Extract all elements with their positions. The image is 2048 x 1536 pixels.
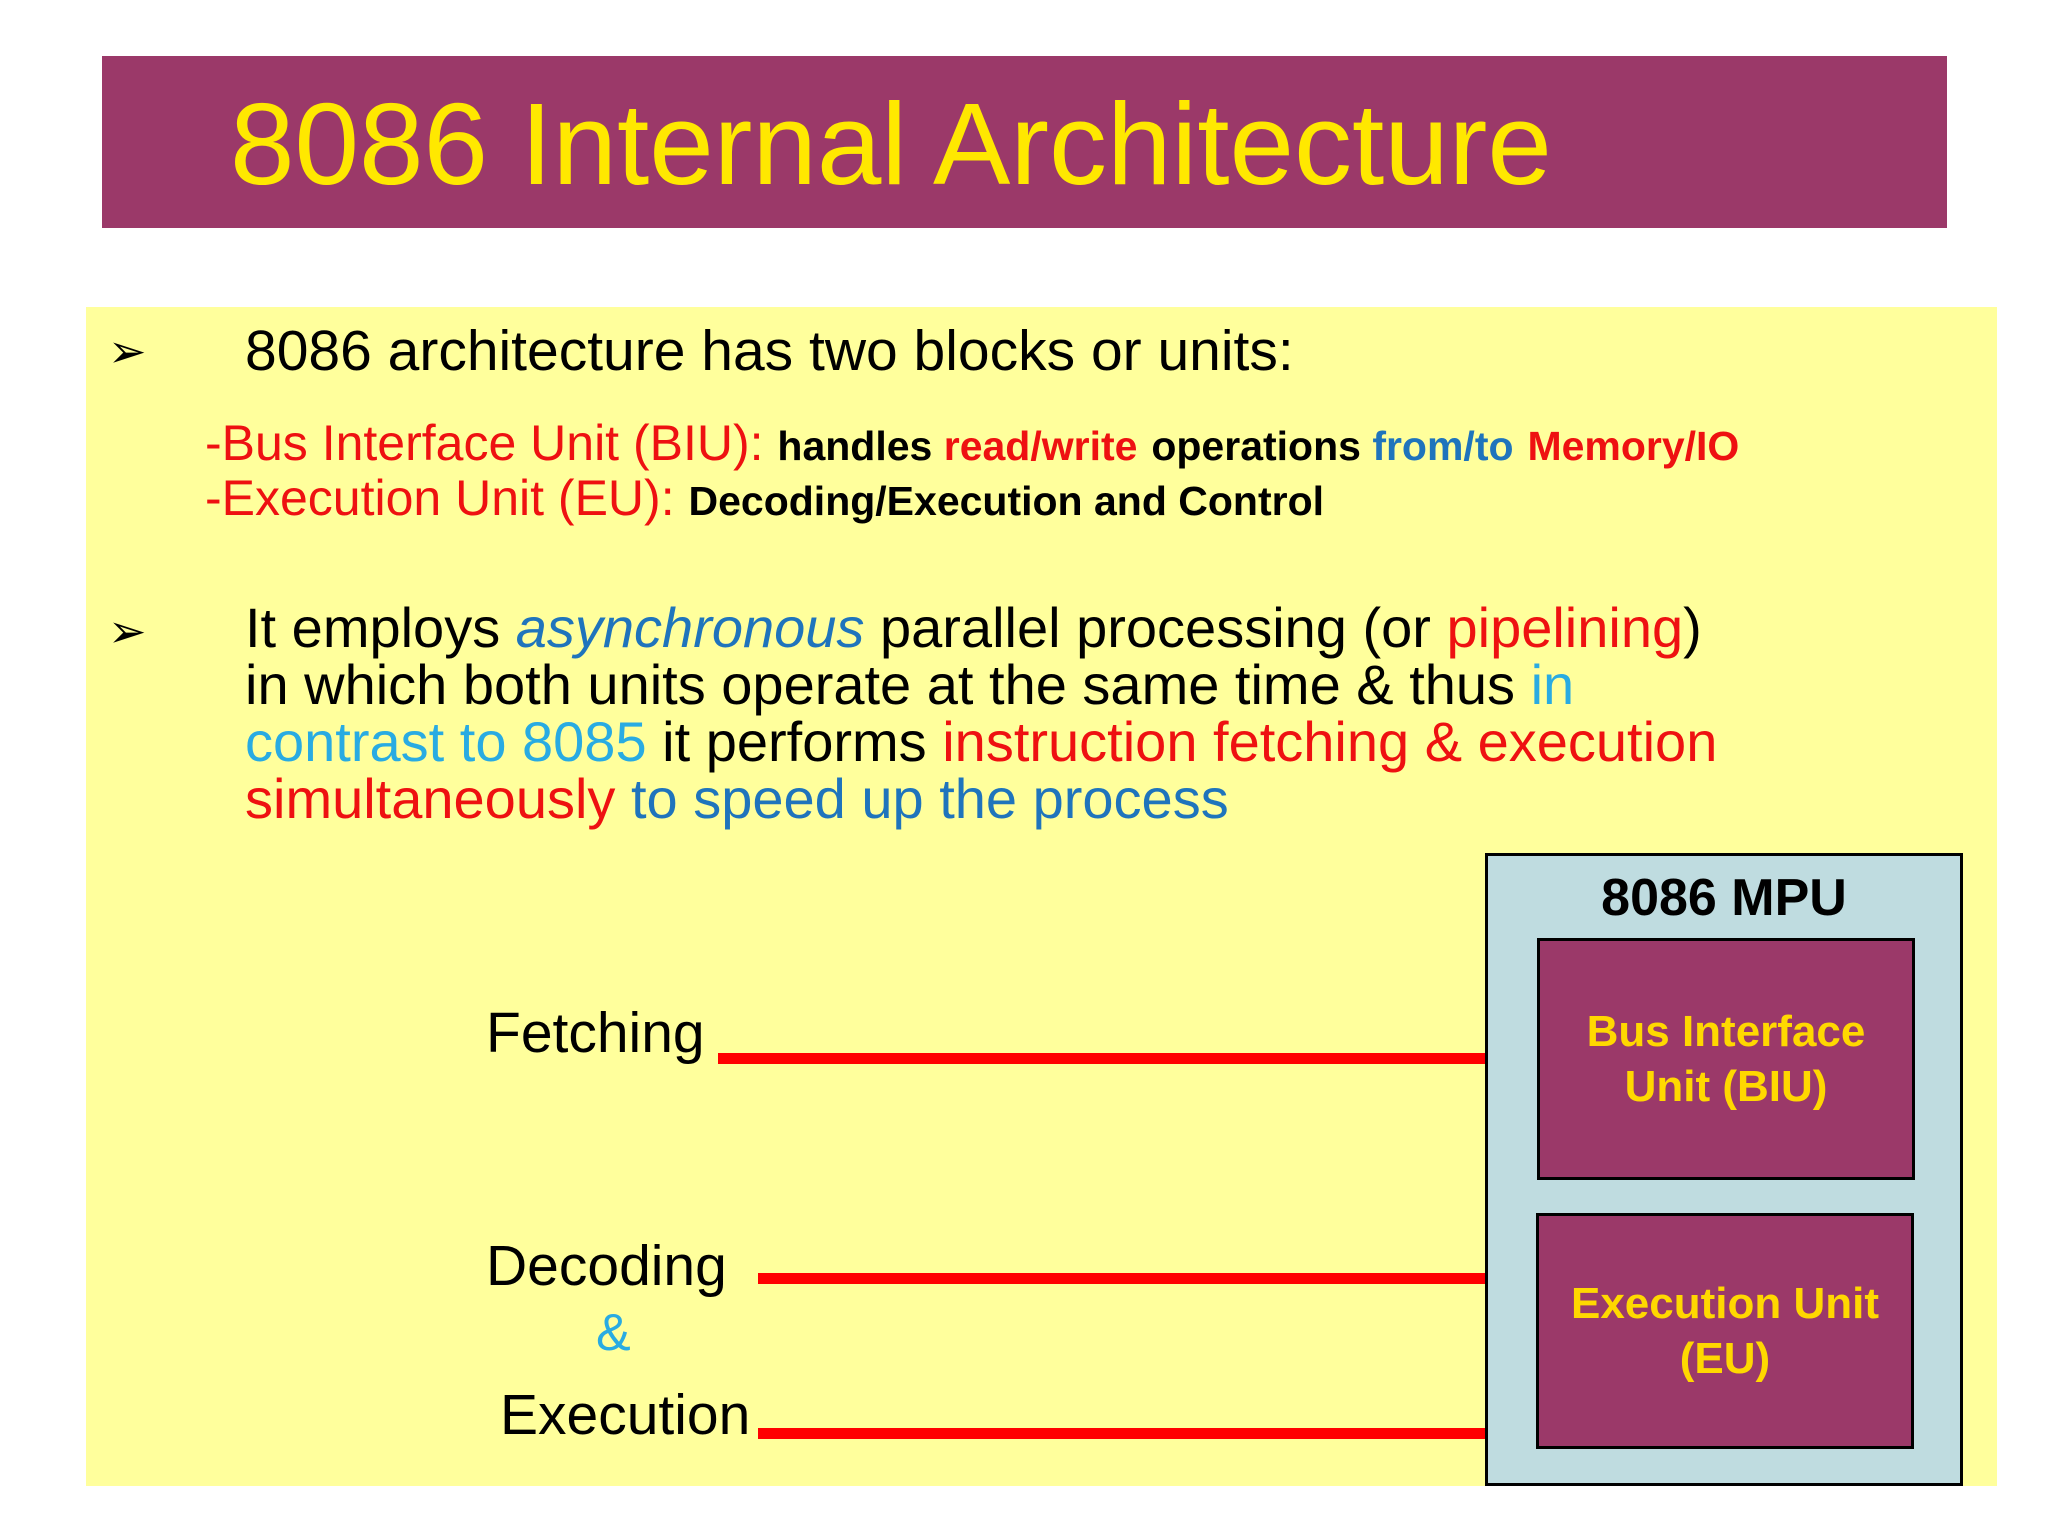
biu-subline-handles: handles — [777, 423, 944, 469]
eu-subline-head: -Execution Unit (EU): — [205, 470, 675, 526]
eu-block-label: Execution Unit (EU) — [1570, 1279, 1880, 1383]
b2-seg: parallel processing (or — [864, 596, 1447, 659]
mpu-diagram: 8086 MPU Bus Interface Unit (BIU) Execut… — [1485, 853, 1963, 1486]
biu-block-label: Bus Interface Unit (BIU) — [1586, 1007, 1866, 1111]
b2-seg: it performs — [646, 710, 943, 773]
b2-seg-fetch-exec: instruction fetching & execution — [942, 710, 1718, 773]
bullet-arrow-icon: ➢ — [108, 604, 147, 658]
label-ampersand: & — [596, 1304, 631, 1362]
biu-subline-memoryio: Memory/IO — [1527, 423, 1740, 469]
label-execution: Execution — [500, 1383, 751, 1447]
biu-subline-head: -Bus Interface Unit (BIU): — [205, 415, 764, 471]
b2-seg-pipelining: pipelining — [1446, 596, 1684, 659]
biu-subline-fromto: from/to — [1372, 423, 1514, 469]
biu-block: Bus Interface Unit (BIU) — [1537, 938, 1915, 1180]
fetching-arrow-icon — [718, 1042, 1538, 1076]
title-bar: 8086 Internal Architecture — [102, 56, 1947, 228]
bullet1-text: 8086 architecture has two blocks or unit… — [245, 319, 1294, 383]
eu-subline-desc: Decoding/Execution and Control — [688, 478, 1325, 524]
mpu-title: 8086 MPU — [1601, 869, 1847, 927]
b2-seg-in: in — [1530, 653, 1575, 716]
bullet-arrow-icon: ➢ — [108, 324, 147, 378]
label-decoding: Decoding — [486, 1234, 727, 1298]
bullet2-text: It employs asynchronous parallel process… — [245, 599, 2035, 827]
page-title: 8086 Internal Architecture — [230, 79, 1552, 209]
eu-block: Execution Unit (EU) — [1536, 1213, 1914, 1449]
b2-seg: ) — [1683, 596, 1702, 659]
b2-seg-speedup: to speed up the process — [615, 767, 1229, 830]
b2-seg-asynchronous: asynchronous — [515, 596, 865, 659]
decoding-arrow-icon — [758, 1262, 1538, 1296]
b2-seg-contrast-8085: contrast to 8085 — [245, 710, 647, 773]
biu-subline-readwrite: read/write — [943, 423, 1138, 469]
b2-seg: in which both units operate at the same … — [245, 653, 1531, 716]
eu-subline: -Execution Unit (EU): Decoding/Execution… — [205, 469, 1324, 527]
biu-subline-operations: operations — [1151, 423, 1373, 469]
b2-seg-simultaneously: simultaneously — [245, 767, 616, 830]
b2-seg: It employs — [245, 596, 516, 659]
biu-subline: -Bus Interface Unit (BIU): handles read/… — [205, 414, 1739, 472]
label-fetching: Fetching — [486, 1001, 705, 1065]
execution-arrow-icon — [758, 1417, 1538, 1451]
